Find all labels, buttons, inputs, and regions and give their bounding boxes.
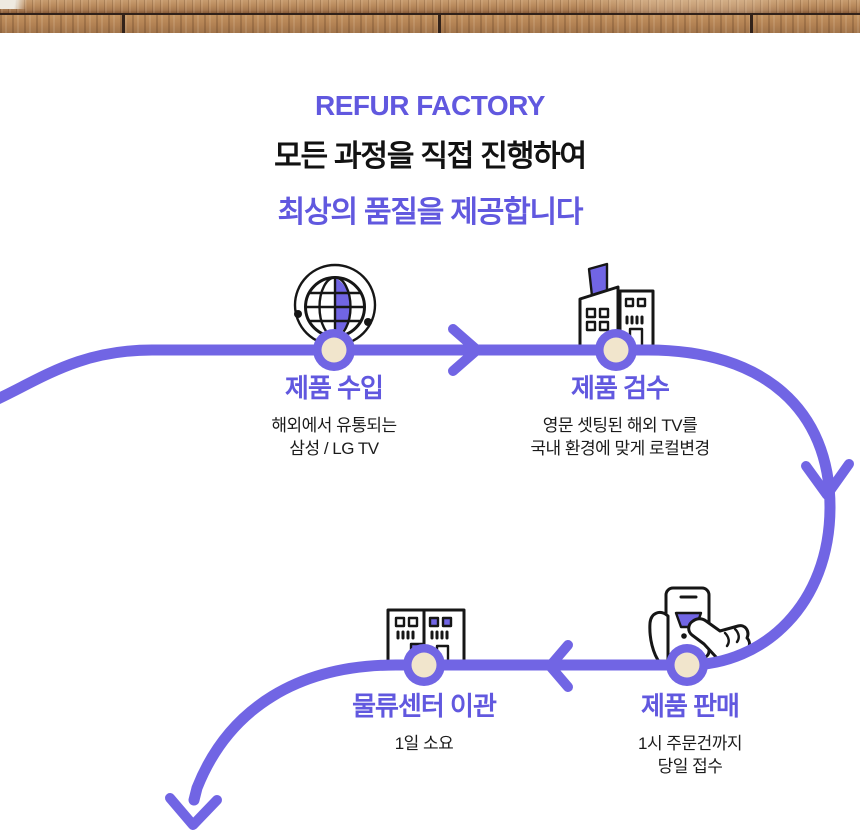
step-inspect: 제품 검수 영문 셋팅된 해외 TV를 국내 환경에 맞게 로컬변경 bbox=[530, 368, 710, 461]
warehouse-icon bbox=[386, 608, 466, 666]
arrow-left-icon bbox=[545, 640, 573, 692]
step-desc-line: 당일 접수 bbox=[657, 756, 723, 776]
flow-node bbox=[313, 329, 355, 371]
wood-shelf-photo bbox=[0, 0, 860, 33]
step-description: 해외에서 유통되는 삼성 / LG TV bbox=[271, 415, 397, 461]
flow-node bbox=[403, 644, 445, 686]
step-description: 1일 소요 bbox=[352, 733, 496, 756]
step-title: 제품 수입 bbox=[285, 373, 384, 403]
step-desc-line: 영문 셋팅된 해외 TV를 bbox=[542, 416, 698, 435]
wood-drawer-panels bbox=[0, 15, 860, 33]
step-description: 영문 셋팅된 해외 TV를 국내 환경에 맞게 로컬변경 bbox=[530, 415, 710, 461]
factory-icon bbox=[578, 262, 655, 348]
arrow-right-icon bbox=[448, 324, 482, 376]
step-title: 제품 판매 bbox=[641, 691, 740, 721]
step-title: 제품 검수 bbox=[571, 373, 670, 403]
step-desc-line: 해외에서 유통되는 bbox=[271, 416, 397, 435]
wood-highlight bbox=[0, 0, 26, 9]
arrow-down-icon bbox=[165, 793, 222, 830]
wood-countertop bbox=[0, 0, 860, 13]
phone-shopping-icon bbox=[648, 586, 751, 665]
headline: 모든 과정을 직접 진행하여 bbox=[274, 140, 587, 173]
globe-network-icon bbox=[293, 263, 377, 347]
step-desc-line: 1일 소요 bbox=[394, 734, 454, 753]
step-import: 제품 수입 해외에서 유통되는 삼성 / LG TV bbox=[271, 368, 397, 461]
step-description: 1시 주문건까지 당일 접수 bbox=[637, 733, 743, 779]
step-desc-line: 1시 주문건까지 bbox=[637, 734, 743, 753]
flow-node bbox=[666, 644, 708, 686]
section-header: REFUR FACTORY 모든 과정을 직접 진행하여 최상의 품질을 제공합… bbox=[0, 90, 860, 231]
brand-title: REFUR FACTORY bbox=[315, 90, 545, 121]
step-logistics: 물류센터 이관 1일 소요 bbox=[352, 686, 497, 756]
step-title: 물류센터 이관 bbox=[352, 691, 497, 721]
step-desc-line: 삼성 / LG TV bbox=[289, 438, 379, 458]
arrow-down-icon bbox=[801, 459, 854, 500]
wood-seam bbox=[0, 13, 860, 15]
flow-node bbox=[595, 329, 637, 371]
step-desc-line: 국내 환경에 맞게 로컬변경 bbox=[530, 438, 710, 458]
subheadline: 최상의 품질을 제공합니다 bbox=[277, 196, 584, 229]
step-sell: 제품 판매 1시 주문건까지 당일 접수 bbox=[637, 686, 743, 779]
